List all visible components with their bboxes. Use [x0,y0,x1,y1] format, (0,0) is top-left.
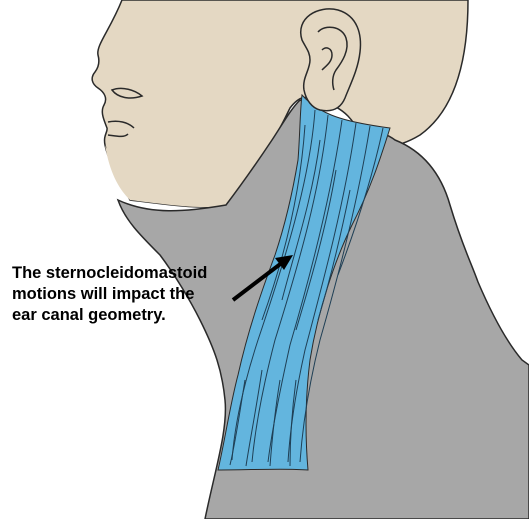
annotation-text: The sternocleidomastoid motions will imp… [12,263,312,326]
annotation-line-1: The sternocleidomastoid [12,263,312,284]
annotation-line-3: ear canal geometry. [12,305,312,326]
annotation-line-2: motions will impact the [12,284,312,305]
